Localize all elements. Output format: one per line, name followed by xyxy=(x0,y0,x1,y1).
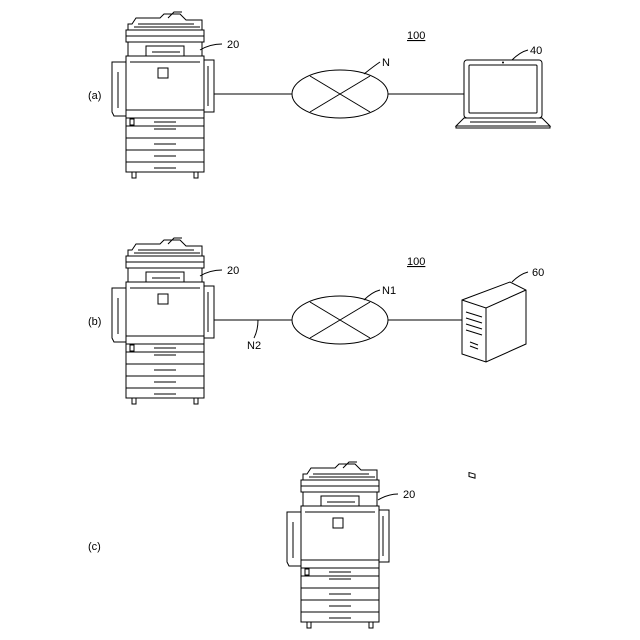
system-ref-a: 100 xyxy=(407,30,425,42)
panel-b: (b) 20 100 N2 N1 60 xyxy=(88,238,544,478)
panel-label-a: (a) xyxy=(88,90,101,102)
laptop-icon xyxy=(456,60,550,128)
leader-line xyxy=(254,320,258,338)
leader-line xyxy=(364,62,380,74)
panel-label-c: (c) xyxy=(88,541,101,553)
multifunction-printer-icon xyxy=(287,462,389,628)
server-ref-b: 60 xyxy=(532,267,544,279)
network-ref-a: N xyxy=(382,57,390,69)
network-cloud-icon xyxy=(292,296,388,344)
multifunction-printer-icon xyxy=(112,238,214,404)
panel-c: (c) 20 xyxy=(88,462,415,628)
leader-line xyxy=(364,290,380,300)
link-ref-b: N2 xyxy=(247,340,261,352)
network-cloud-icon xyxy=(292,70,388,118)
leader-line xyxy=(512,50,528,60)
panel-a: (a) 20 100 N 40 xyxy=(88,12,550,178)
leader-line xyxy=(512,272,528,282)
network-ref-b: N1 xyxy=(382,285,396,297)
mfp-ref-c: 20 xyxy=(403,489,415,501)
mfp-ref-b: 20 xyxy=(227,265,239,277)
leader-line xyxy=(200,270,222,276)
panel-label-b: (b) xyxy=(88,316,101,328)
mfp-ref-a: 20 xyxy=(227,39,239,51)
multifunction-printer-icon xyxy=(112,12,214,178)
leader-line xyxy=(378,494,398,500)
system-ref-b: 100 xyxy=(407,256,425,268)
leader-line xyxy=(200,44,222,50)
server-tower-icon xyxy=(462,282,526,478)
terminal-ref-a: 40 xyxy=(530,45,542,57)
